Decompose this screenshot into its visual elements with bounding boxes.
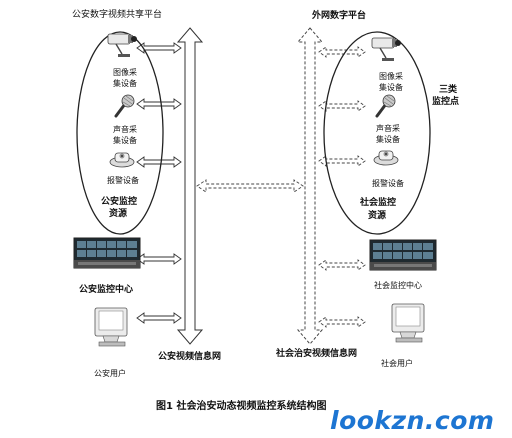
left-video-wall-icon bbox=[73, 237, 141, 269]
figure-caption: 图1 社会治安动态视频监控系统结构图 bbox=[156, 399, 326, 412]
left-center-label: 公安监控中心 bbox=[79, 283, 133, 295]
left-platform-title: 公安数字视频共享平台 bbox=[72, 8, 162, 20]
left-camera-icon bbox=[107, 33, 138, 58]
left-network-label: 公安视频信息网 bbox=[158, 350, 221, 362]
annotation-label-1: 三类 bbox=[439, 83, 458, 95]
right-platform-title: 外网数字平台 bbox=[311, 9, 366, 21]
left-alarm-link-arrow bbox=[136, 156, 182, 168]
right-network-backbone-arrow bbox=[296, 27, 324, 345]
left-mic-link-arrow bbox=[136, 98, 182, 110]
left-alarm-icon bbox=[109, 152, 135, 168]
left-camera-link-arrow bbox=[136, 42, 182, 54]
left-user-link-arrow bbox=[136, 312, 182, 324]
left-user-monitor-icon bbox=[94, 307, 128, 347]
right-user-label: 社会用户 bbox=[381, 358, 413, 368]
watermark-text: lookzn.com bbox=[330, 406, 495, 435]
right-network-label: 社会治安视频信息网 bbox=[275, 347, 357, 359]
annotation-label-2: 监控点 bbox=[432, 95, 459, 107]
right-alarm-label: 报警设备 bbox=[372, 178, 404, 188]
right-camera-icon bbox=[371, 37, 402, 62]
right-center-link-arrow bbox=[318, 259, 366, 271]
right-mic-label-1: 声音采 bbox=[376, 123, 400, 133]
left-camera-label-1: 图像采 bbox=[113, 67, 137, 77]
left-alarm-label: 报警设备 bbox=[107, 175, 139, 185]
inter-network-connector-arrow bbox=[196, 179, 304, 193]
right-camera-link-arrow bbox=[318, 46, 366, 58]
left-network-backbone-arrow bbox=[176, 27, 204, 345]
right-camera-label-1: 图像采 bbox=[379, 71, 403, 81]
left-resources-ellipse bbox=[76, 31, 164, 235]
right-user-link-arrow bbox=[318, 316, 366, 328]
right-mic-icon bbox=[375, 93, 397, 118]
right-resources-label-1: 社会监控 bbox=[359, 196, 396, 208]
right-user-monitor-icon bbox=[391, 303, 425, 343]
left-mic-label-2: 集设备 bbox=[113, 135, 137, 145]
left-mic-icon bbox=[114, 93, 136, 118]
right-video-wall-icon bbox=[369, 239, 437, 271]
right-resources-ellipse bbox=[323, 31, 431, 235]
left-user-label: 公安用户 bbox=[94, 368, 126, 378]
right-alarm-icon bbox=[373, 150, 399, 166]
left-mic-label-1: 声音采 bbox=[113, 124, 137, 134]
right-camera-label-2: 集设备 bbox=[379, 82, 403, 92]
left-resources-label-2: 资源 bbox=[109, 207, 127, 219]
left-camera-label-2: 集设备 bbox=[113, 78, 137, 88]
right-center-label: 社会监控中心 bbox=[374, 280, 422, 290]
right-mic-label-2: 集设备 bbox=[376, 134, 400, 144]
right-resources-label-2: 资源 bbox=[368, 209, 386, 221]
left-resources-label-1: 公安监控 bbox=[101, 195, 137, 207]
left-center-link-arrow bbox=[136, 253, 182, 265]
